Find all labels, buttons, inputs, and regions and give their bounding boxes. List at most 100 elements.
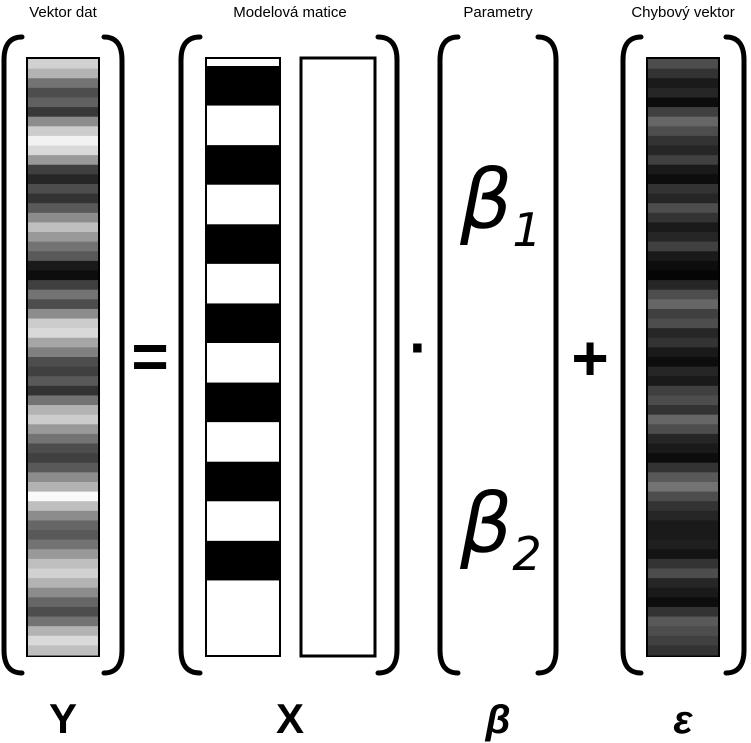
stripe	[648, 270, 718, 281]
stripe	[28, 241, 98, 252]
stripe	[648, 68, 718, 79]
stripe	[28, 126, 98, 137]
stripe	[648, 414, 718, 425]
dot-operator: ·	[409, 314, 429, 381]
data-vector-stripes	[28, 59, 98, 656]
bracket-left-x	[178, 34, 203, 676]
stripe	[648, 606, 718, 618]
stripe	[648, 472, 718, 483]
stripe	[648, 558, 718, 570]
stripe	[648, 443, 718, 454]
stripe	[28, 193, 98, 204]
stripe	[648, 241, 718, 252]
stripe	[28, 251, 98, 262]
stripe	[648, 424, 718, 435]
stripe	[648, 530, 718, 541]
design-block	[206, 66, 280, 106]
stripe	[648, 174, 718, 185]
symbol-epsilon: ε	[673, 698, 693, 742]
bracket-right-y	[101, 34, 125, 676]
stripe	[648, 135, 718, 147]
stripe	[28, 97, 98, 108]
stripe	[28, 107, 98, 118]
data-vector-frame	[26, 57, 100, 657]
design-block	[206, 461, 280, 502]
stripe	[28, 597, 98, 608]
stripe	[28, 212, 98, 224]
bracket-left-epsilon	[620, 34, 644, 676]
equals-operator: =	[131, 320, 168, 392]
stripe	[648, 280, 718, 291]
stripe	[28, 626, 98, 637]
stripe	[28, 289, 98, 300]
stripe	[648, 164, 718, 175]
label-parameters: Parametry	[463, 4, 533, 21]
stripe	[28, 135, 98, 147]
model-matrix-blocks	[206, 66, 280, 581]
stripe	[28, 59, 98, 70]
stripe	[28, 328, 98, 339]
stripe	[648, 155, 718, 166]
stripe	[28, 78, 98, 89]
stripe	[28, 308, 98, 320]
stripe	[28, 203, 98, 214]
stripe	[648, 626, 718, 637]
bracket-right-x	[375, 34, 400, 676]
stripe	[28, 183, 98, 195]
stripe	[648, 78, 718, 89]
stripe	[28, 222, 98, 233]
stripe	[648, 510, 718, 522]
stripe	[648, 97, 718, 108]
stripe	[28, 405, 98, 416]
stripe	[648, 337, 718, 348]
error-vector-group	[620, 34, 747, 676]
stripe	[648, 366, 718, 377]
stripe	[648, 260, 718, 272]
stripe	[648, 289, 718, 300]
model-matrix-column-2	[299, 56, 377, 658]
stripe	[28, 587, 98, 598]
stripe	[28, 501, 98, 512]
stripe	[28, 357, 98, 368]
stripe	[28, 280, 98, 291]
stripe	[28, 299, 98, 310]
stripe	[28, 568, 98, 579]
stripe	[28, 549, 98, 560]
stripe	[28, 174, 98, 185]
stripe	[648, 645, 718, 656]
stripe	[648, 501, 718, 512]
error-vector-frame	[646, 57, 720, 657]
stripe	[28, 68, 98, 79]
stripe	[28, 645, 98, 656]
stripe	[648, 299, 718, 310]
stripe	[648, 193, 718, 204]
stripe	[648, 587, 718, 598]
stripe	[648, 145, 718, 156]
stripe	[28, 337, 98, 348]
stripe	[648, 578, 718, 589]
symbol-x: X	[276, 695, 304, 742]
stripe	[28, 635, 98, 646]
stripe	[28, 510, 98, 522]
stripe	[28, 164, 98, 175]
design-block	[206, 224, 280, 264]
beta-1: β1	[459, 153, 542, 257]
bracket-left-beta	[437, 34, 461, 676]
stripe	[648, 222, 718, 233]
stripe	[28, 539, 98, 550]
stripe	[648, 212, 718, 224]
stripe	[648, 328, 718, 339]
stripe	[648, 520, 718, 531]
stripe	[648, 597, 718, 608]
stripe	[648, 87, 718, 99]
stripe	[648, 357, 718, 368]
stripe	[28, 414, 98, 425]
stripe	[28, 232, 98, 243]
stripe	[648, 318, 718, 329]
bracket-right-epsilon	[723, 34, 747, 676]
stripe	[648, 376, 718, 387]
stripe	[28, 606, 98, 618]
parameters-group: β1 β2	[437, 34, 559, 676]
bracket-right-beta	[535, 34, 559, 676]
